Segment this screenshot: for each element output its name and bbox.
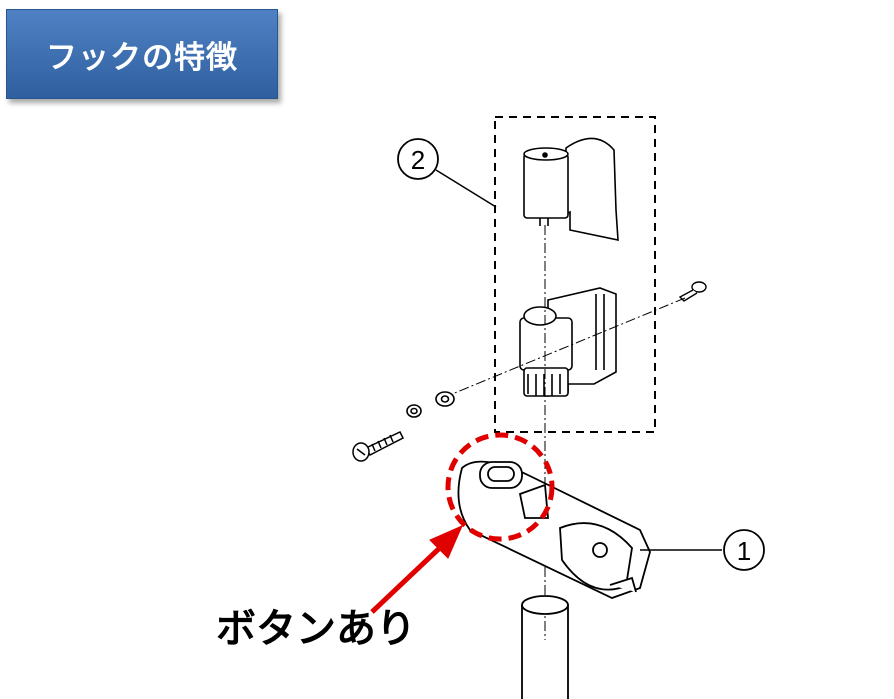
button-highlight-circle — [445, 432, 555, 542]
small-screw — [678, 281, 707, 302]
cap-piece — [523, 137, 619, 241]
callout-arrow — [370, 525, 463, 614]
page-title: フックの特徴 — [46, 39, 238, 76]
bracket-holder — [519, 287, 617, 397]
slide-pole — [521, 595, 569, 699]
long-screw — [352, 431, 405, 462]
washers — [406, 391, 455, 418]
part-number-2-callout: 2 — [397, 138, 497, 208]
slider-body — [457, 460, 651, 599]
button-callout-label: ボタンあり — [216, 606, 416, 652]
part-number-1: 1 — [737, 536, 751, 566]
part-number-1-callout: 1 — [640, 529, 765, 571]
part-number-2: 2 — [411, 145, 425, 175]
title-banner: フックの特徴 — [6, 9, 278, 99]
